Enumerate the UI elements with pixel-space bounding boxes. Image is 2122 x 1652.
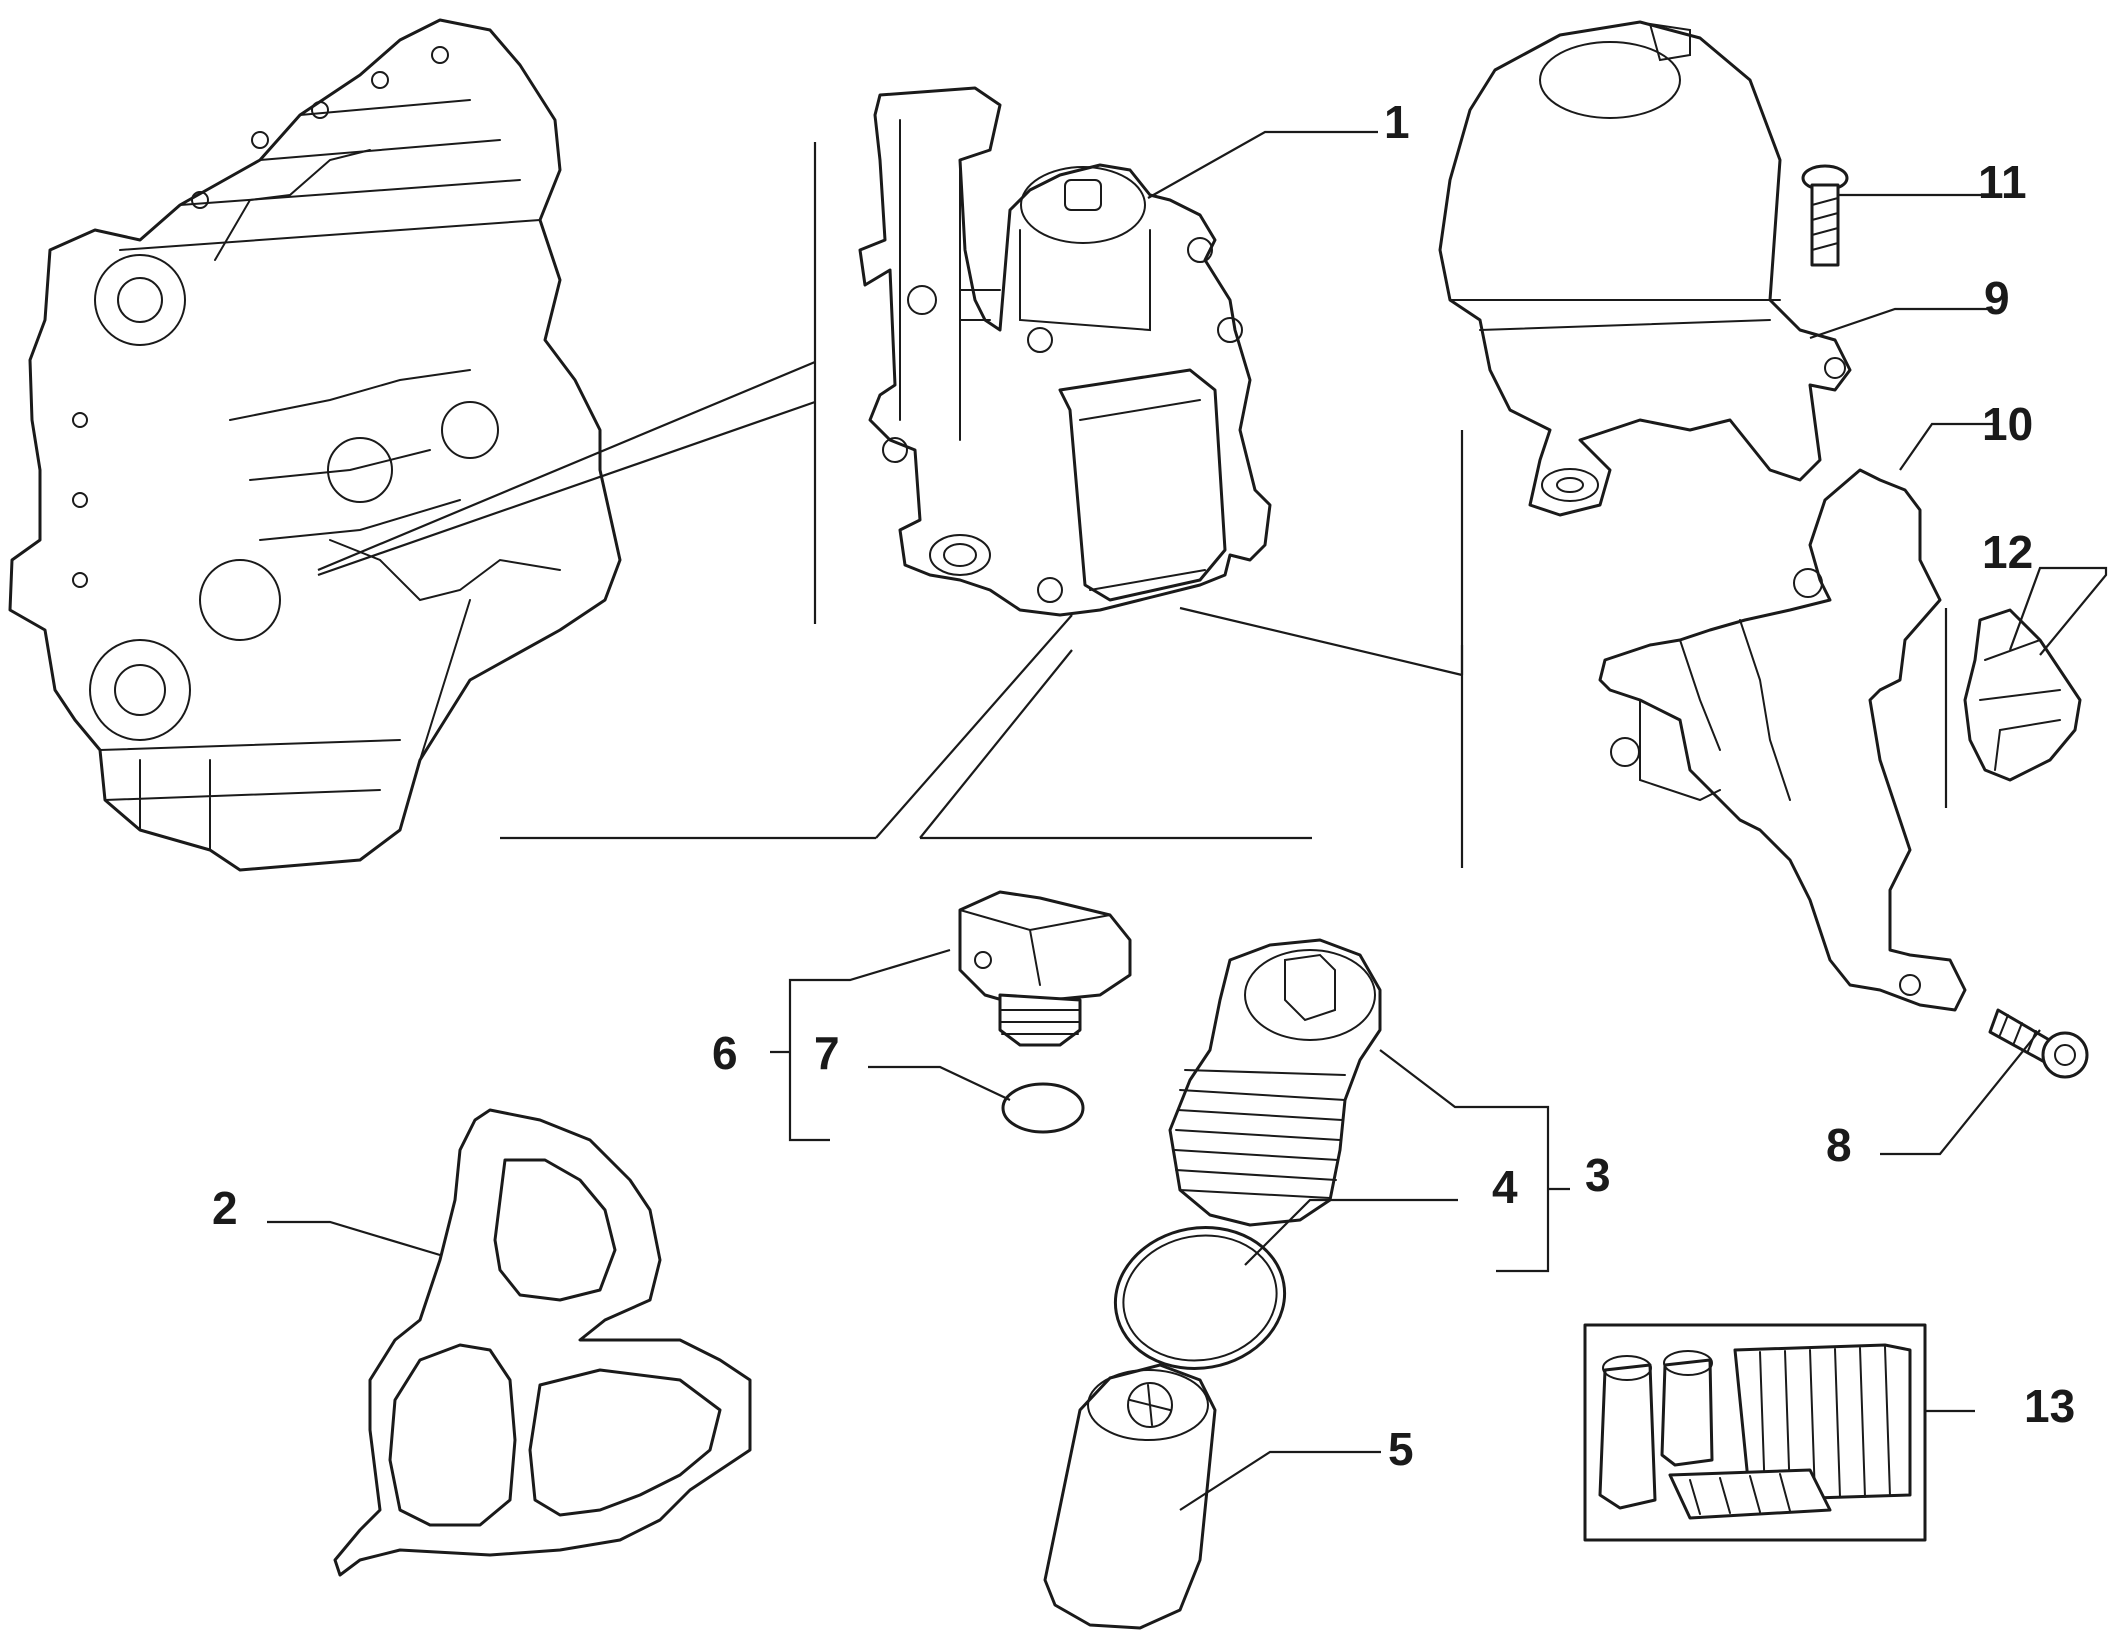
screw-8 [1988, 1008, 2089, 1079]
o-ring-7 [1001, 1082, 1085, 1134]
callout-3: 3 [1585, 1149, 1611, 1201]
callout-13: 13 [2024, 1380, 2075, 1432]
callout-8: 8 [1826, 1119, 1852, 1171]
gasket-ring-4 [1113, 1226, 1287, 1370]
filter-cartridge-5 [1043, 1363, 1217, 1630]
service-kit-box [1583, 1323, 1927, 1542]
callout-1: 1 [1384, 96, 1410, 148]
callout-7: 7 [814, 1027, 840, 1079]
clip-12 [1944, 608, 2082, 808]
oil-filler-cap [958, 890, 1132, 1047]
callout-11: 11 [1978, 156, 2027, 208]
callout-labels: 1 11 9 10 12 8 13 5 4 3 2 6 7 [212, 96, 2075, 1475]
callout-2: 2 [212, 1182, 238, 1234]
callout-12: 12 [1982, 526, 2033, 578]
module-pointer-lines [500, 430, 1464, 868]
housing-gasket-2 [333, 1108, 752, 1577]
screw-11 [1801, 164, 1849, 267]
callout-5: 5 [1388, 1423, 1414, 1475]
oil-filter-housing-module [858, 86, 1272, 617]
engine-pointer-lines [317, 142, 817, 624]
callout-4: 4 [1492, 1161, 1518, 1213]
oil-filter-cap-assembly [1168, 938, 1382, 1227]
leader-lines [267, 130, 2108, 1511]
filter-cover-shield [1438, 20, 1852, 517]
callout-9: 9 [1984, 272, 2010, 324]
callout-6: 6 [712, 1027, 738, 1079]
mounting-bracket [1598, 468, 1967, 1012]
callout-10: 10 [1982, 398, 2033, 450]
engine-block-illustration [8, 18, 622, 872]
